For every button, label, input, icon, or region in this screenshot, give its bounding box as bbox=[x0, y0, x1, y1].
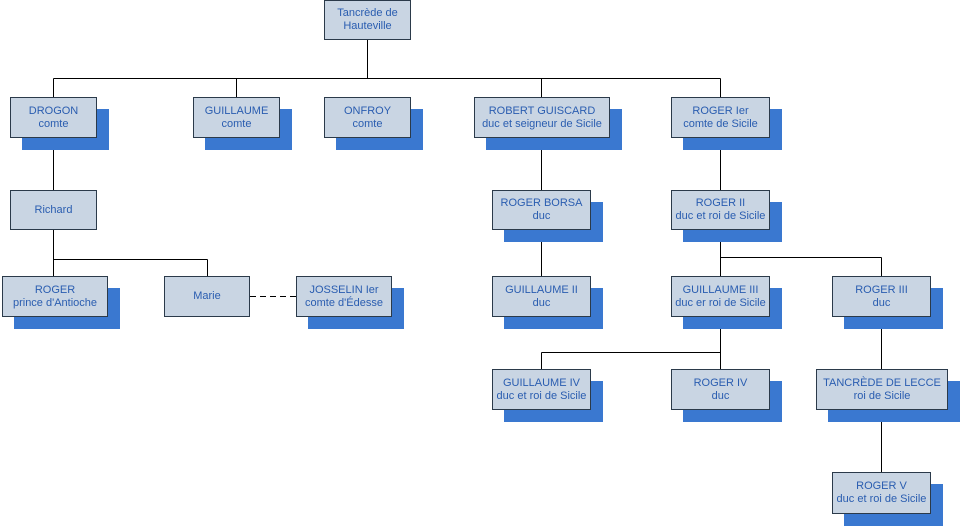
person-box: ROGER prince d'Antioche bbox=[2, 276, 108, 317]
person-name: Tancrède de bbox=[337, 7, 398, 19]
node-onfroy: ONFROY comte bbox=[324, 97, 423, 150]
person-name: ONFROY bbox=[343, 104, 392, 117]
node-robert-guiscard: ROBERT GUISCARD duc et seigneur de Sicil… bbox=[474, 97, 622, 150]
person-name: ROGER Ier bbox=[692, 104, 749, 117]
person-name: GUILLAUME bbox=[204, 104, 269, 117]
person-name: ROGER bbox=[34, 283, 76, 296]
person-title: comte bbox=[38, 117, 69, 130]
person-title: prince d'Antioche bbox=[12, 296, 98, 309]
person-box: GUILLAUME IV duc et roi de Sicile bbox=[492, 369, 591, 410]
person-box: GUILLAUME comte bbox=[193, 97, 280, 138]
node-josselin: JOSSELIN Ier comte d'Édesse bbox=[296, 276, 404, 329]
person-box: ROGER V duc et roi de Sicile bbox=[832, 472, 931, 514]
person-box: GUILLAUME II duc bbox=[492, 276, 591, 317]
node-roger-ier: ROGER Ier comte de Sicile bbox=[671, 97, 782, 150]
person-title: Hauteville bbox=[343, 20, 392, 32]
person-box: GUILLAUME III duc er roi de Sicile bbox=[671, 276, 770, 317]
node-drogon: DROGON comte bbox=[10, 97, 109, 150]
person-name: DROGON bbox=[28, 104, 79, 117]
person-title: duc bbox=[532, 210, 551, 222]
person-name: ROGER IV bbox=[693, 376, 748, 389]
node-marie: Marie bbox=[164, 276, 250, 317]
person-name: GUILLAUME III bbox=[682, 283, 759, 296]
person-box: ONFROY comte bbox=[324, 97, 411, 138]
node-guillaume: GUILLAUME comte bbox=[193, 97, 292, 150]
person-box: JOSSELIN Ier comte d'Édesse bbox=[296, 276, 392, 317]
node-richard: Richard bbox=[10, 190, 97, 230]
person-title: duc bbox=[711, 389, 730, 402]
node-roger-borsa: ROGER BORSA duc bbox=[492, 190, 603, 242]
person-box: ROGER II duc et roi de Sicile bbox=[671, 190, 770, 230]
node-roger-ii: ROGER II duc et roi de Sicile bbox=[671, 190, 782, 242]
node-roger-v: ROGER V duc et roi de Sicile bbox=[832, 472, 943, 526]
person-name: GUILLAUME II bbox=[505, 283, 578, 296]
person-box: DROGON comte bbox=[10, 97, 97, 138]
person-title: duc et roi de Sicile bbox=[836, 493, 927, 505]
person-title: duc et seigneur de Sicile bbox=[482, 117, 602, 130]
person-box: ROGER BORSA duc bbox=[492, 190, 591, 230]
person-title: duc er roi de Sicile bbox=[675, 296, 766, 309]
person-name: ROGER III bbox=[855, 283, 908, 296]
person-box: TANCRÈDE DE LECCE roi de Sicile bbox=[816, 369, 948, 410]
person-box: Marie bbox=[164, 276, 250, 317]
person-title: duc bbox=[532, 296, 551, 309]
person-name: JOSSELIN Ier bbox=[309, 283, 379, 296]
person-name: TANCRÈDE DE LECCE bbox=[823, 376, 941, 389]
node-guillaume-iii: GUILLAUME III duc er roi de Sicile bbox=[671, 276, 782, 329]
person-name: ROGER II bbox=[695, 197, 746, 209]
node-roger-iii: ROGER III duc bbox=[832, 276, 943, 329]
node-tancrede-de-hauteville: Tancrède de Hauteville bbox=[324, 0, 411, 40]
person-title: duc bbox=[872, 296, 891, 309]
person-title: duc et roi de Sicile bbox=[496, 389, 587, 402]
node-roger-prince-antioche: ROGER prince d'Antioche bbox=[2, 276, 120, 329]
node-roger-iv: ROGER IV duc bbox=[671, 369, 782, 422]
node-tancrede-de-lecce: TANCRÈDE DE LECCE roi de Sicile bbox=[816, 369, 960, 422]
person-box: Tancrède de Hauteville bbox=[324, 0, 411, 40]
person-name: ROGER V bbox=[856, 480, 907, 492]
person-title: comte bbox=[352, 117, 383, 130]
person-title: duc et roi de Sicile bbox=[675, 210, 766, 222]
person-box: Richard bbox=[10, 190, 97, 230]
person-title: comte d'Édesse bbox=[305, 296, 383, 309]
person-title: comte de Sicile bbox=[683, 117, 758, 130]
person-box: ROGER IV duc bbox=[671, 369, 770, 410]
person-name: Marie bbox=[193, 290, 221, 302]
person-box: ROBERT GUISCARD duc et seigneur de Sicil… bbox=[474, 97, 610, 138]
person-title: roi de Sicile bbox=[853, 389, 911, 402]
person-name: GUILLAUME IV bbox=[502, 376, 581, 389]
person-name: Richard bbox=[34, 203, 73, 216]
person-box: ROGER Ier comte de Sicile bbox=[671, 97, 770, 138]
node-guillaume-iv: GUILLAUME IV duc et roi de Sicile bbox=[492, 369, 603, 422]
person-name: ROBERT GUISCARD bbox=[488, 104, 596, 117]
person-name: ROGER BORSA bbox=[500, 197, 583, 209]
person-title: comte bbox=[221, 117, 252, 130]
node-guillaume-ii: GUILLAUME II duc bbox=[492, 276, 603, 329]
person-box: ROGER III duc bbox=[832, 276, 931, 317]
